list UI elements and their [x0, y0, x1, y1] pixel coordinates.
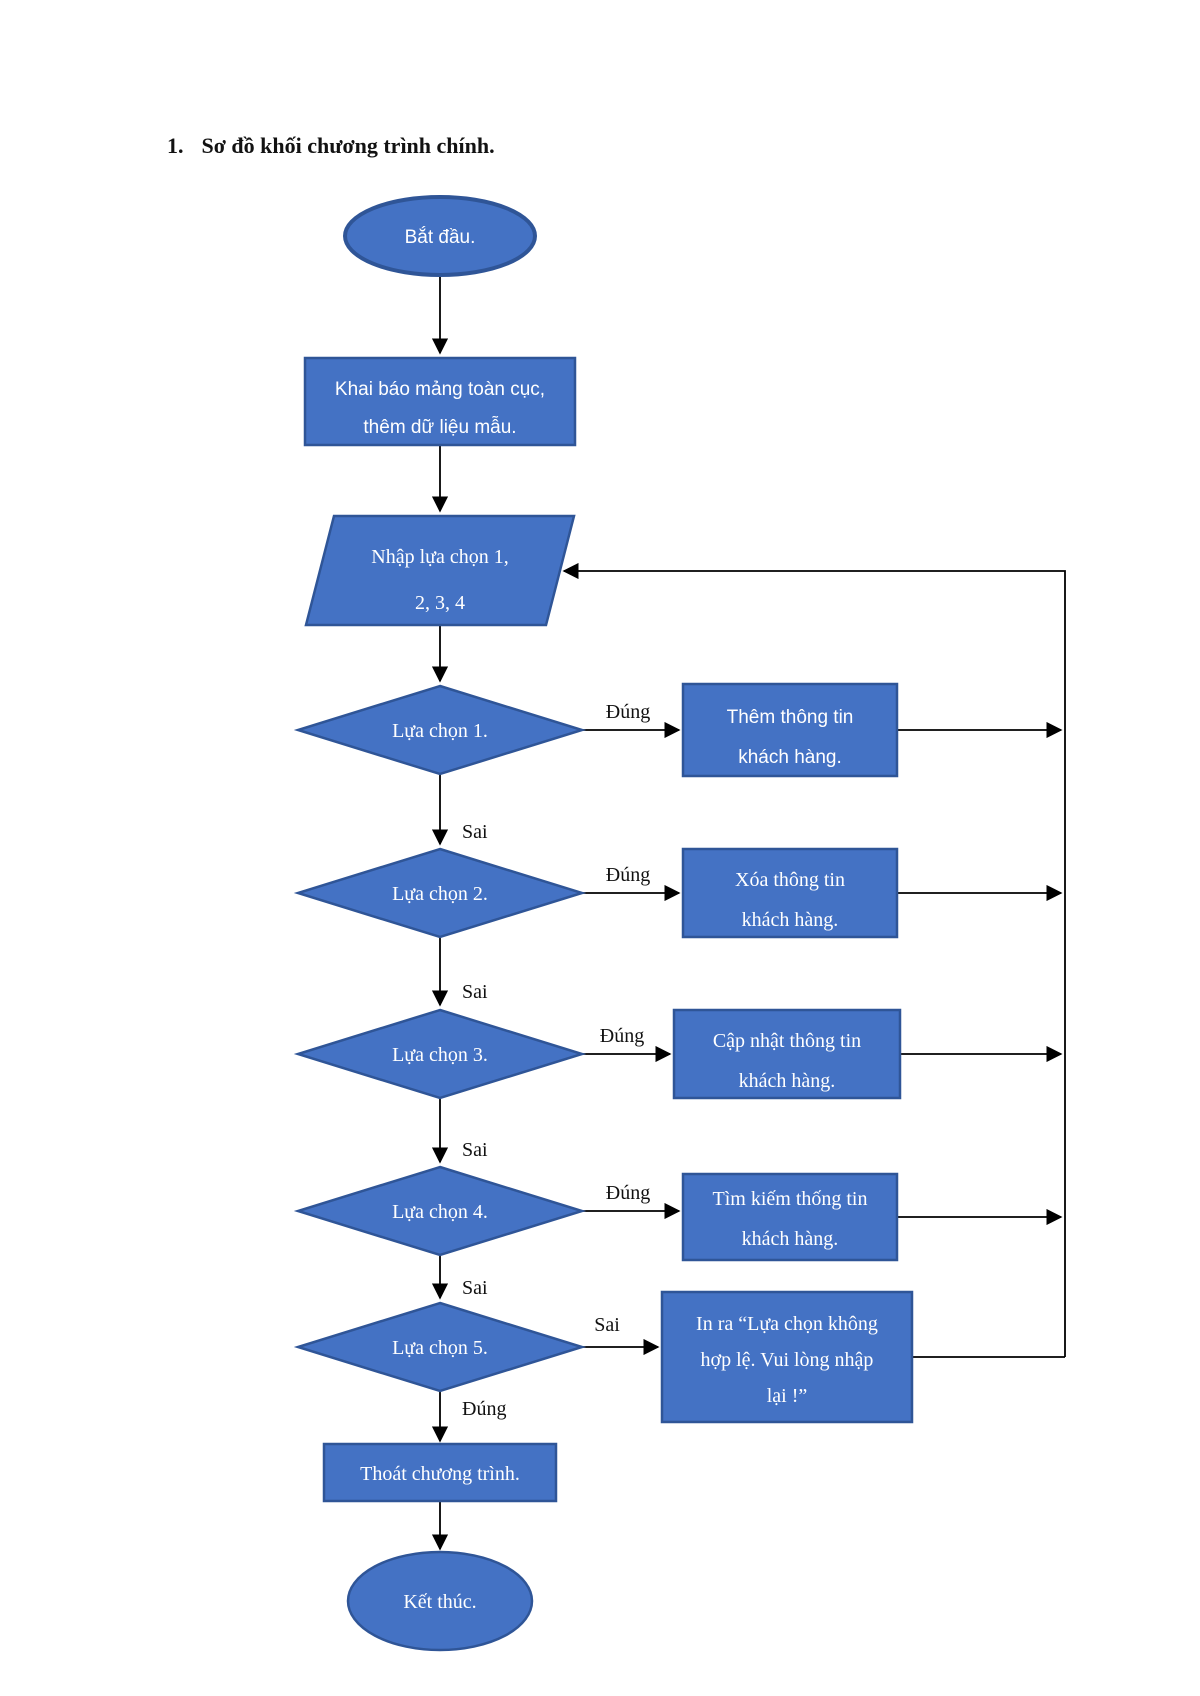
input-line-2: 2, 3, 4	[415, 592, 465, 614]
action1-line-1: Thêm thông tin	[727, 707, 854, 728]
input-parallelogram	[304, 514, 576, 627]
edge-label-dung-3: Đúng	[600, 1025, 644, 1047]
decision2-label: Lựa chọn 2.	[392, 883, 488, 905]
node-action5: In ra “Lựa chọn không hợp lệ. Vui lòng n…	[660, 1290, 914, 1424]
node-action2: Xóa thông tin khách hàng.	[681, 847, 899, 939]
connector-return-input	[562, 562, 1066, 1357]
edge-label-dung-5: Đúng	[462, 1398, 506, 1420]
end-label: Kết thúc.	[403, 1591, 476, 1613]
action3-rect	[672, 1008, 902, 1100]
action2-rect	[681, 847, 899, 939]
edge-label-dung-1: Đúng	[606, 701, 650, 723]
node-input: Nhập lựa chọn 1, 2, 3, 4	[304, 514, 576, 627]
edge-label-sai-1: Sai	[462, 821, 488, 843]
init-line-2: thêm dữ liệu mẫu.	[363, 416, 516, 438]
decision1-diamond	[293, 684, 587, 776]
edge-label-dung-4: Đúng	[606, 1182, 650, 1204]
action5-rect	[660, 1290, 914, 1424]
decision4-label: Lựa chọn 4.	[392, 1201, 488, 1223]
title-number: 1.	[167, 133, 184, 158]
decision5-diamond	[293, 1301, 587, 1393]
node-init: Khai báo mảng toàn cục, thêm dữ liệu mẫu…	[303, 356, 577, 447]
decision2-diamond	[293, 847, 587, 939]
start-ellipse	[343, 195, 537, 277]
action3-line-1: Cập nhật thông tin	[713, 1030, 861, 1052]
action4-line-1: Tìm kiếm thống tin	[713, 1188, 868, 1210]
node-end: Kết thúc.	[346, 1550, 534, 1652]
action2-line-2: khách hàng.	[742, 909, 839, 931]
decision5-label: Lựa chọn 5.	[392, 1337, 488, 1359]
input-line-1: Nhập lựa chọn 1,	[371, 546, 508, 568]
node-decision2: Lựa chọn 2.	[293, 847, 587, 939]
edge-label-sai-3: Sai	[462, 1139, 488, 1161]
node-decision3: Lựa chọn 3.	[293, 1008, 587, 1100]
init-rect	[303, 356, 577, 447]
node-decision1: Lựa chọn 1.	[293, 684, 587, 776]
node-action1: Thêm thông tin khách hàng.	[681, 682, 899, 778]
action3-line-2: khách hàng.	[739, 1070, 836, 1092]
exit-rect	[322, 1442, 558, 1503]
edge-label-dung-2: Đúng	[606, 864, 650, 886]
init-line-1: Khai báo mảng toàn cục,	[335, 379, 545, 400]
action5-line-2: hợp lệ. Vui lòng nhập	[701, 1349, 874, 1371]
page-title: 1. Sơ đồ khối chương trình chính.	[167, 133, 495, 159]
action1-line-2: khách hàng.	[738, 747, 842, 768]
node-decision4: Lựa chọn 4.	[293, 1165, 587, 1257]
action5-line-1: In ra “Lựa chọn không	[696, 1313, 878, 1335]
action4-line-2: khách hàng.	[742, 1228, 839, 1250]
decision3-label: Lựa chọn 3.	[392, 1044, 488, 1066]
node-decision5: Lựa chọn 5.	[293, 1301, 587, 1393]
exit-label: Thoát chương trình.	[360, 1463, 520, 1485]
start-label: Bắt đầu.	[405, 226, 476, 248]
action5-line-3: lại !”	[767, 1385, 808, 1407]
end-ellipse	[346, 1550, 534, 1652]
node-start: Bắt đầu.	[343, 195, 537, 277]
title-text: Sơ đồ khối chương trình chính.	[201, 133, 495, 158]
node-exit: Thoát chương trình.	[322, 1442, 558, 1503]
decision3-diamond	[293, 1008, 587, 1100]
edge-label-sai-4: Sai	[462, 1277, 488, 1299]
action4-rect	[681, 1172, 899, 1262]
action2-line-1: Xóa thông tin	[735, 869, 845, 891]
decision1-label: Lựa chọn 1.	[392, 720, 488, 742]
action1-rect	[681, 682, 899, 778]
edge-label-sai-2: Sai	[462, 981, 488, 1003]
node-action3: Cập nhật thông tin khách hàng.	[672, 1008, 902, 1100]
edge-label-sai-5: Sai	[594, 1314, 620, 1336]
node-action4: Tìm kiếm thống tin khách hàng.	[681, 1172, 899, 1262]
decision4-diamond	[293, 1165, 587, 1257]
